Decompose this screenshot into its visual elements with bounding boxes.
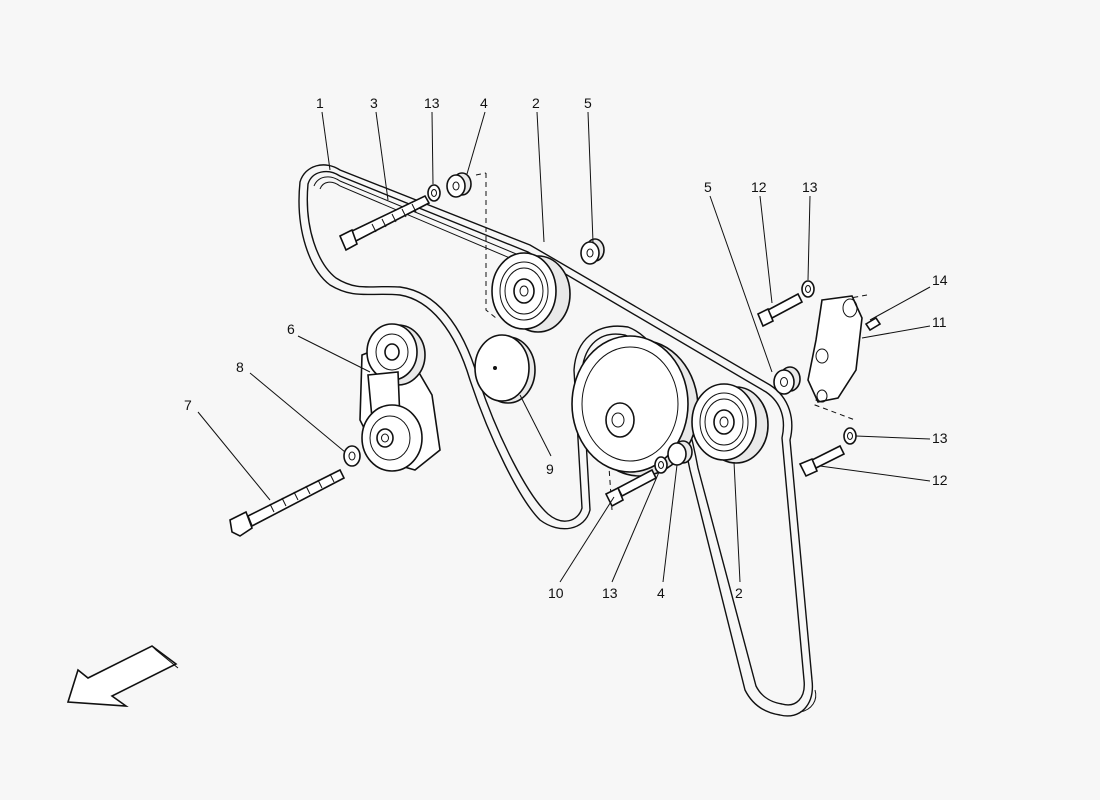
- idler-pulley-2-upper: [491, 252, 571, 333]
- callout-5-right: 5: [704, 179, 712, 195]
- callout-10: 10: [548, 585, 564, 601]
- callout-13-lower-right: 13: [932, 430, 948, 446]
- washer-13-lower-right: [843, 427, 857, 445]
- callout-6: 6: [287, 321, 295, 337]
- callout-5-top: 5: [584, 95, 592, 111]
- drive-belt: [298, 164, 817, 717]
- callout-13-upper-right: 13: [802, 179, 818, 195]
- callout-13-top: 13: [424, 95, 440, 111]
- cover-disc-9: [474, 334, 536, 404]
- callout-2-top: 2: [532, 95, 540, 111]
- main-pulley: [571, 335, 699, 477]
- callout-9: 9: [546, 461, 554, 477]
- bolt-12-upper: [756, 292, 804, 328]
- callout-7: 7: [184, 397, 192, 413]
- callout-4-top: 4: [480, 95, 488, 111]
- callout-4-lower: 4: [657, 585, 665, 601]
- nut-5-right: [773, 366, 801, 395]
- bracket-11: [807, 295, 863, 403]
- callout-3: 3: [370, 95, 378, 111]
- idler-pulley-2-lower: [691, 383, 769, 464]
- spacer-4-top: [446, 172, 472, 198]
- belt-tensioner-6: [359, 323, 441, 472]
- bolt-7: [229, 468, 346, 537]
- nut-5-top: [580, 238, 605, 265]
- leader-lines: [197, 111, 931, 583]
- callout-labels: 1 3 13 4 2 5 5 12 13 14 11 6 8 7 9 13 12…: [184, 95, 948, 601]
- bolt-3: [338, 194, 431, 252]
- callout-12-lower: 12: [932, 472, 948, 488]
- callout-1: 1: [316, 95, 324, 111]
- bolt-10: [604, 468, 658, 508]
- washer-8: [343, 445, 361, 467]
- front-direction-arrow: [66, 645, 179, 707]
- callout-13-lower: 13: [602, 585, 618, 601]
- callout-2-lower: 2: [735, 585, 743, 601]
- pin-14: [864, 316, 882, 332]
- spacer-4-lower: [667, 440, 693, 466]
- washer-13-lower: [654, 456, 668, 474]
- washer-13-upper-right: [801, 280, 815, 298]
- callout-12-upper: 12: [751, 179, 767, 195]
- callout-11: 11: [932, 314, 947, 330]
- bolt-12-lower: [798, 444, 846, 478]
- callout-8: 8: [236, 359, 244, 375]
- washer-13-top: [427, 184, 441, 202]
- callout-14: 14: [932, 272, 948, 288]
